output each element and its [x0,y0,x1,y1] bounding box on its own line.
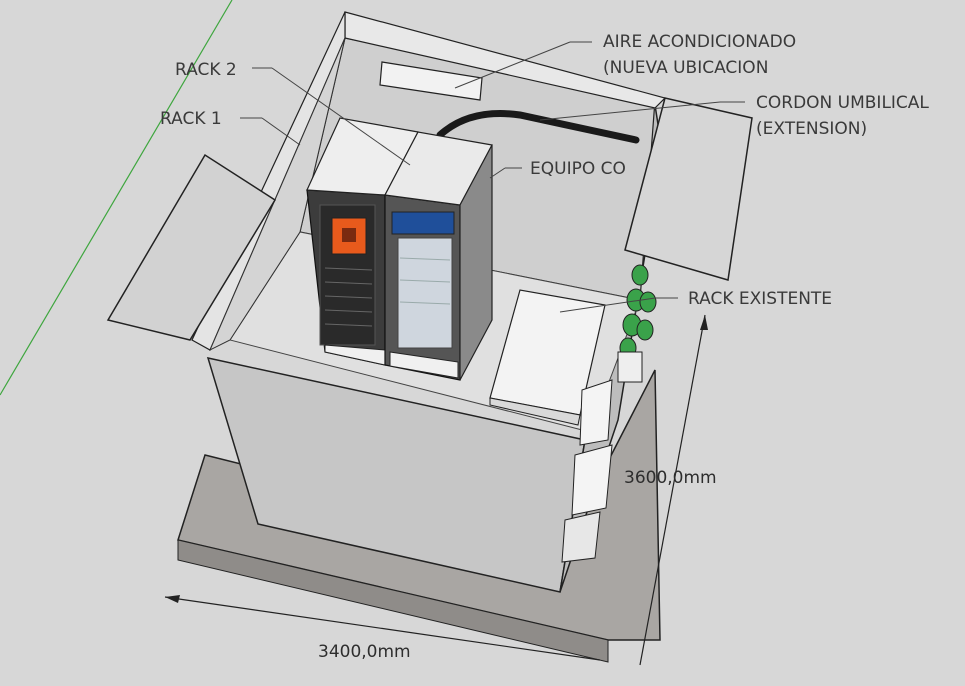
umbilical-cord-label-line1: CORDON UMBILICAL [756,93,929,113]
rack-1-label: RACK 1 [160,109,222,129]
width-dimension-line [164,596,601,661]
exterior-box-1 [579,379,613,446]
exterior-box-3 [561,511,601,563]
orange-equipment [331,217,367,255]
air-conditioner-label-line1: AIRE ACONDICIONADO [603,32,796,52]
depth-dimension-label: 3600,0mm [624,468,717,488]
blue-panel [391,211,455,235]
shelter-left-inner-wall [208,37,346,352]
equipment-label: EQUIPO CO [530,159,626,179]
air-conditioner-label-line2: (NUEVA UBICACION [603,58,768,78]
umbilical-cord-label-line2: (EXTENSION) [756,119,867,139]
air-conditioner-unit [379,61,483,101]
umbilical-cord [436,110,640,144]
right-door-panel [624,97,753,281]
existing-rack-base [489,397,581,426]
exterior-box-2 [571,444,613,516]
slab-edge [177,539,609,663]
left-door-panel [106,153,277,341]
rack-1 [306,117,419,366]
depth-dimension-line [639,314,706,666]
axis-guide-line [0,0,233,396]
rack-2-label: RACK 2 [175,60,237,80]
gas-bottles [617,264,657,383]
rack-2 [384,131,493,381]
existing-rack-label: RACK EXISTENTE [688,289,832,309]
width-dimension-label: 3400,0mm [318,642,411,662]
